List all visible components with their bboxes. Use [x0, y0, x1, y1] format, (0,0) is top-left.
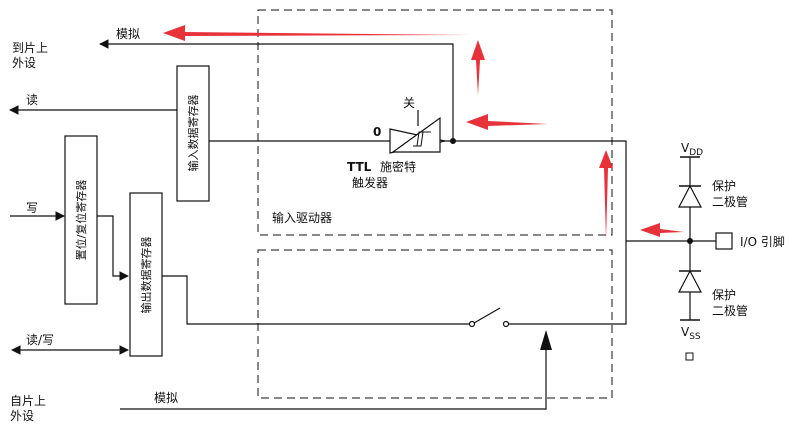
top-diode-body	[678, 184, 702, 208]
trigger-to-bus-wire	[445, 140, 627, 241]
switch-to-bus-wire	[508, 241, 627, 325]
set-reset-to-output-wire	[97, 215, 129, 281]
input-driver-label: 输入驱动器	[272, 210, 332, 225]
output-reg-to-switch-wire	[162, 275, 470, 325]
input-data-register-label: 输入数据寄存器	[186, 95, 200, 172]
read-write-label: 读/写	[26, 333, 54, 347]
analog-bottom-label: 模拟	[154, 391, 178, 405]
set-reset-register-label: 置位/复位寄存器	[74, 180, 88, 261]
io-pin-square[interactable]	[715, 232, 733, 250]
schmitt-label-2: 触发器	[352, 175, 388, 190]
protect-top-label-1: 保护	[712, 179, 736, 193]
read-label: 读	[26, 93, 38, 107]
vss-label: VSS	[681, 325, 701, 342]
protect-top-label-2: 二极管	[712, 194, 748, 209]
red-arrow-analog-left	[163, 25, 470, 41]
from-chip-label-1: 自片上	[10, 394, 46, 408]
bottom-diode-body	[678, 269, 702, 293]
from-chip-label-2: 外设	[10, 409, 34, 423]
red-arrow-up-right	[599, 150, 613, 240]
set-reset-register	[64, 135, 98, 305]
switch-left-contact	[468, 320, 476, 328]
vdd-label: VDD	[681, 141, 703, 158]
output-data-register-label: 输出数据寄存器	[139, 237, 153, 314]
red-arrow-pin-left	[640, 223, 684, 237]
red-arrow-up-top	[471, 40, 485, 95]
zero-label: 0	[373, 125, 381, 139]
off-label: 关	[403, 96, 415, 110]
analog-bottom-arrowhead	[540, 330, 552, 350]
ttl-label: TTL	[347, 160, 372, 174]
protect-bottom-label-2: 二极管	[712, 303, 748, 318]
io-pin-label: I/O 引脚	[740, 234, 785, 249]
small-square-marker	[685, 352, 694, 361]
analog-top-label: 模拟	[116, 27, 140, 41]
output-data-register	[129, 192, 163, 357]
schmitt-trigger-body	[391, 116, 441, 153]
schmitt-label-1: 施密特	[380, 159, 416, 174]
write-label: 写	[26, 201, 38, 215]
to-chip-label-2: 外设	[12, 56, 36, 70]
input-data-register	[176, 65, 210, 202]
red-arrow-trigger-left	[466, 114, 548, 130]
input-driver-box	[257, 9, 613, 236]
hysteresis-icon	[413, 131, 431, 147]
analog-bottom-wire	[120, 340, 547, 410]
switch-right-contact	[502, 320, 510, 328]
switch-blade	[473, 307, 501, 324]
analog-top-wire	[99, 39, 454, 141]
protect-bottom-label-1: 保护	[712, 288, 736, 302]
trigger-output-node	[450, 138, 456, 144]
to-chip-label-1: 到片上	[12, 41, 48, 55]
